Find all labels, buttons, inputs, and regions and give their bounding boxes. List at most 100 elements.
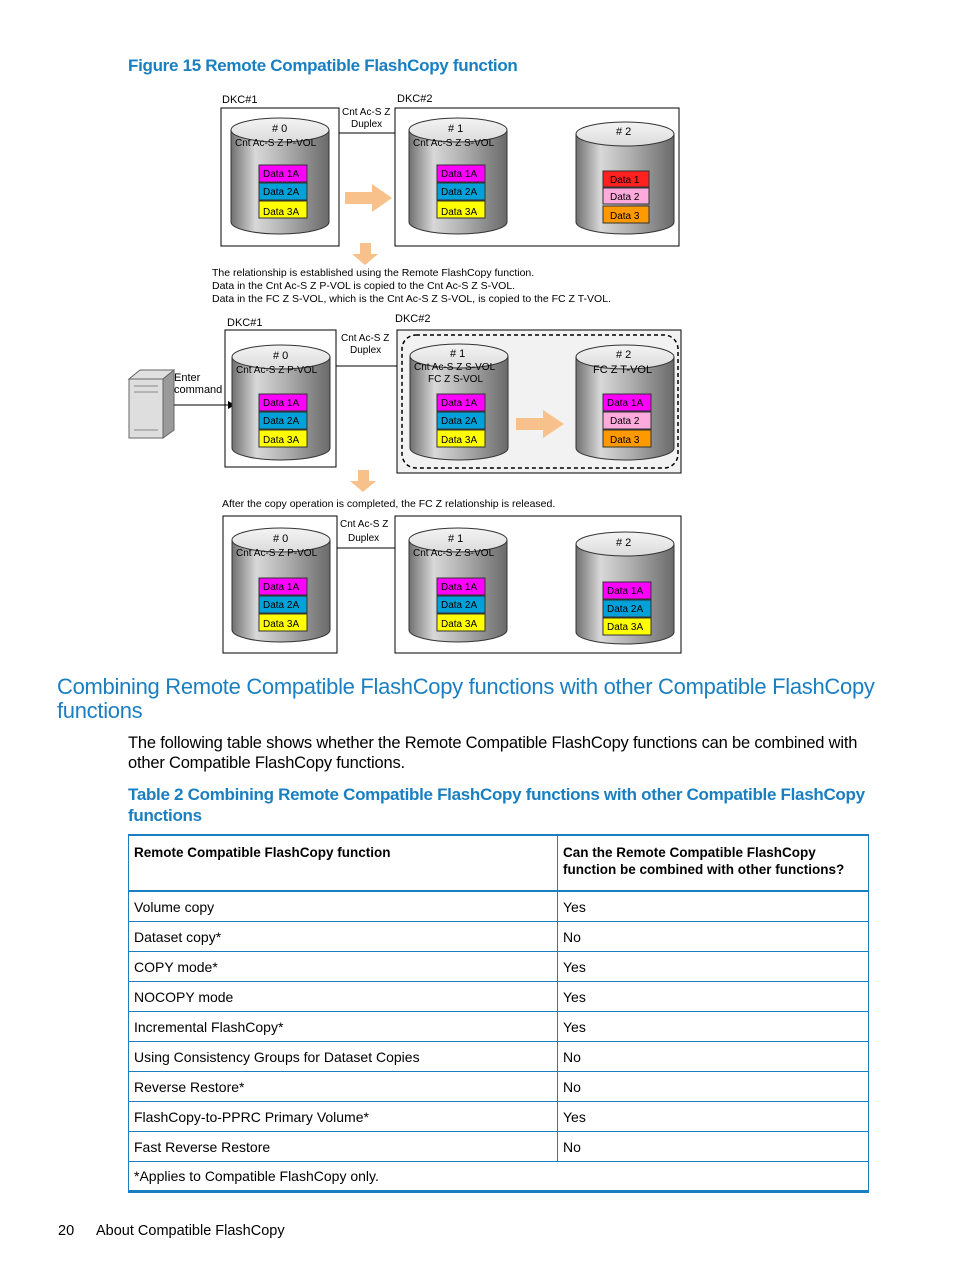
- combinable-cell: No: [557, 921, 869, 952]
- table-row: Incremental FlashCopy*Yes: [128, 1011, 869, 1042]
- svg-text:Data 2A: Data 2A: [441, 416, 477, 427]
- svg-text:Data 3: Data 3: [610, 211, 640, 222]
- svg-text:Data 2A: Data 2A: [607, 604, 643, 615]
- command-label: command: [174, 384, 222, 396]
- table-row: FlashCopy-to-PPRC Primary Volume*Yes: [128, 1101, 869, 1132]
- volume-2-stage3: # 2 Data 1A Data 2A Data 3A: [575, 531, 675, 645]
- dkc1-label-2: DKC#1: [227, 317, 262, 329]
- pair-label-3: Cnt Ac-S Z: [340, 519, 388, 530]
- svg-text:Data 3A: Data 3A: [441, 207, 477, 218]
- svg-text:# 0: # 0: [273, 350, 288, 362]
- flashcopy-group-outline: [401, 334, 679, 469]
- combinable-cell: Yes: [557, 1011, 869, 1042]
- combinable-cell: Yes: [557, 981, 869, 1012]
- remote-flashcopy-diagram: DKC#1 DKC#2 Cnt Ac-S Z Duplex # 0 Cnt Ac…: [127, 93, 682, 654]
- svg-text:Data 1A: Data 1A: [607, 398, 643, 409]
- combination-table: Remote Compatible FlashCopy function Can…: [128, 834, 869, 1193]
- header-combinable: Can the Remote Compatible FlashCopy func…: [557, 834, 869, 892]
- next-step-arrow-icon: [352, 243, 378, 265]
- pair-status-2: Duplex: [350, 345, 381, 356]
- svg-text:Cnt Ac-S Z P-VOL: Cnt Ac-S Z P-VOL: [236, 548, 318, 559]
- combinable-cell: No: [557, 1131, 869, 1162]
- svg-text:Cnt Ac-S Z P-VOL: Cnt Ac-S Z P-VOL: [235, 138, 317, 149]
- svg-text:# 1: # 1: [448, 123, 463, 135]
- svg-text:Data 1A: Data 1A: [607, 586, 643, 597]
- svg-text:Data 1A: Data 1A: [263, 169, 299, 180]
- dkc1-box-3: [222, 515, 338, 654]
- svg-text:Data 2: Data 2: [610, 416, 640, 427]
- function-cell: Using Consistency Groups for Dataset Cop…: [128, 1041, 558, 1072]
- note-1-line-2: Data in the Cnt Ac-S Z P-VOL is copied t…: [212, 280, 515, 292]
- header-function: Remote Compatible FlashCopy function: [128, 834, 558, 892]
- table-row: Dataset copy*No: [128, 921, 869, 952]
- function-cell: Volume copy: [128, 890, 558, 922]
- pair-status-3: Duplex: [348, 533, 379, 544]
- function-cell: Fast Reverse Restore: [128, 1131, 558, 1162]
- svg-text:Cnt Ac-S Z S-VOL: Cnt Ac-S Z S-VOL: [414, 362, 496, 373]
- volume-2-stage2: # 2 FC Z T-VOL Data 1A Data 2 Data 3: [575, 344, 675, 461]
- svg-text:# 0: # 0: [272, 123, 287, 135]
- svg-text:Data 3A: Data 3A: [263, 619, 299, 630]
- combinable-cell: No: [557, 1041, 869, 1072]
- pair-status-1: Duplex: [351, 119, 382, 130]
- volume-1-stage2: # 1 Cnt Ac-S Z S-VOL FC Z S-VOL Data 1A …: [409, 343, 509, 461]
- svg-text:Data 2A: Data 2A: [263, 600, 299, 611]
- pair-label-2: Cnt Ac-S Z: [341, 333, 389, 344]
- svg-text:Data 1A: Data 1A: [441, 398, 477, 409]
- function-cell: Dataset copy*: [128, 921, 558, 952]
- table-footnote-row: *Applies to Compatible FlashCopy only.: [128, 1161, 869, 1193]
- svg-text:Data 3A: Data 3A: [607, 622, 643, 633]
- table-header-row: Remote Compatible FlashCopy function Can…: [128, 834, 869, 892]
- combinable-cell: Yes: [557, 951, 869, 982]
- running-footer-title: About Compatible FlashCopy: [96, 1223, 285, 1239]
- note-1-line-1: The relationship is established using th…: [212, 267, 534, 279]
- table-caption: Table 2 Combining Remote Compatible Flas…: [128, 785, 865, 825]
- svg-text:FC Z T-VOL: FC Z T-VOL: [593, 364, 652, 376]
- function-cell: COPY mode*: [128, 951, 558, 982]
- svg-text:Data 1: Data 1: [610, 175, 640, 186]
- svg-text:Cnt Ac-S Z P-VOL: Cnt Ac-S Z P-VOL: [236, 365, 318, 376]
- dkc2-label: DKC#2: [397, 93, 432, 105]
- svg-text:Data 3A: Data 3A: [263, 435, 299, 446]
- function-cell: FlashCopy-to-PPRC Primary Volume*: [128, 1101, 558, 1132]
- volume-1: # 1 Cnt Ac-S Z S-VOL Data 1A Data 2A Dat…: [408, 117, 508, 235]
- svg-text:# 1: # 1: [450, 348, 465, 360]
- combinable-cell: Yes: [557, 1101, 869, 1132]
- table-footnote: *Applies to Compatible FlashCopy only.: [128, 1161, 869, 1193]
- svg-text:Data 2A: Data 2A: [441, 187, 477, 198]
- dkc1-box-2: [224, 329, 337, 468]
- svg-text:Data 2: Data 2: [610, 192, 640, 203]
- svg-text:Data 3A: Data 3A: [263, 207, 299, 218]
- svg-text:Data 3A: Data 3A: [441, 619, 477, 630]
- figure-caption: Figure 15 Remote Compatible FlashCopy fu…: [128, 56, 518, 75]
- svg-text:Data 2A: Data 2A: [441, 600, 477, 611]
- volume-0-stage2: # 0 Cnt Ac-S Z P-VOL Data 1A Data 2A Dat…: [231, 344, 331, 461]
- enter-label: Enter: [174, 372, 201, 384]
- volume-0: # 0 Cnt Ac-S Z P-VOL Data 1A Data 2A Dat…: [230, 117, 330, 235]
- svg-text:Data 2A: Data 2A: [263, 416, 299, 427]
- combinable-cell: Yes: [557, 890, 869, 922]
- dkc2-box-3: [394, 515, 682, 654]
- function-cell: NOCOPY mode: [128, 981, 558, 1012]
- volume-0-stage3: # 0 Cnt Ac-S Z P-VOL Data 1A Data 2A Dat…: [231, 527, 331, 643]
- svg-text:Cnt Ac-S Z S-VOL: Cnt Ac-S Z S-VOL: [413, 548, 495, 559]
- table-row: Using Consistency Groups for Dataset Cop…: [128, 1041, 869, 1072]
- copy-arrow-right-icon: [345, 184, 392, 212]
- combinable-cell: No: [557, 1071, 869, 1102]
- table-row: COPY mode*Yes: [128, 951, 869, 982]
- svg-text:Data 1A: Data 1A: [441, 169, 477, 180]
- note-2: After the copy operation is completed, t…: [222, 498, 555, 510]
- svg-text:Data 3A: Data 3A: [441, 435, 477, 446]
- section-heading: Combining Remote Compatible FlashCopy fu…: [57, 674, 875, 723]
- function-cell: Reverse Restore*: [128, 1071, 558, 1102]
- svg-text:# 2: # 2: [616, 537, 631, 549]
- dkc2-label-2: DKC#2: [395, 313, 430, 325]
- svg-text:Data 1A: Data 1A: [441, 582, 477, 593]
- intro-paragraph: The following table shows whether the Re…: [128, 734, 858, 772]
- host-computer-icon: [127, 368, 176, 439]
- svg-text:# 2: # 2: [616, 126, 631, 138]
- svg-text:# 2: # 2: [616, 349, 631, 361]
